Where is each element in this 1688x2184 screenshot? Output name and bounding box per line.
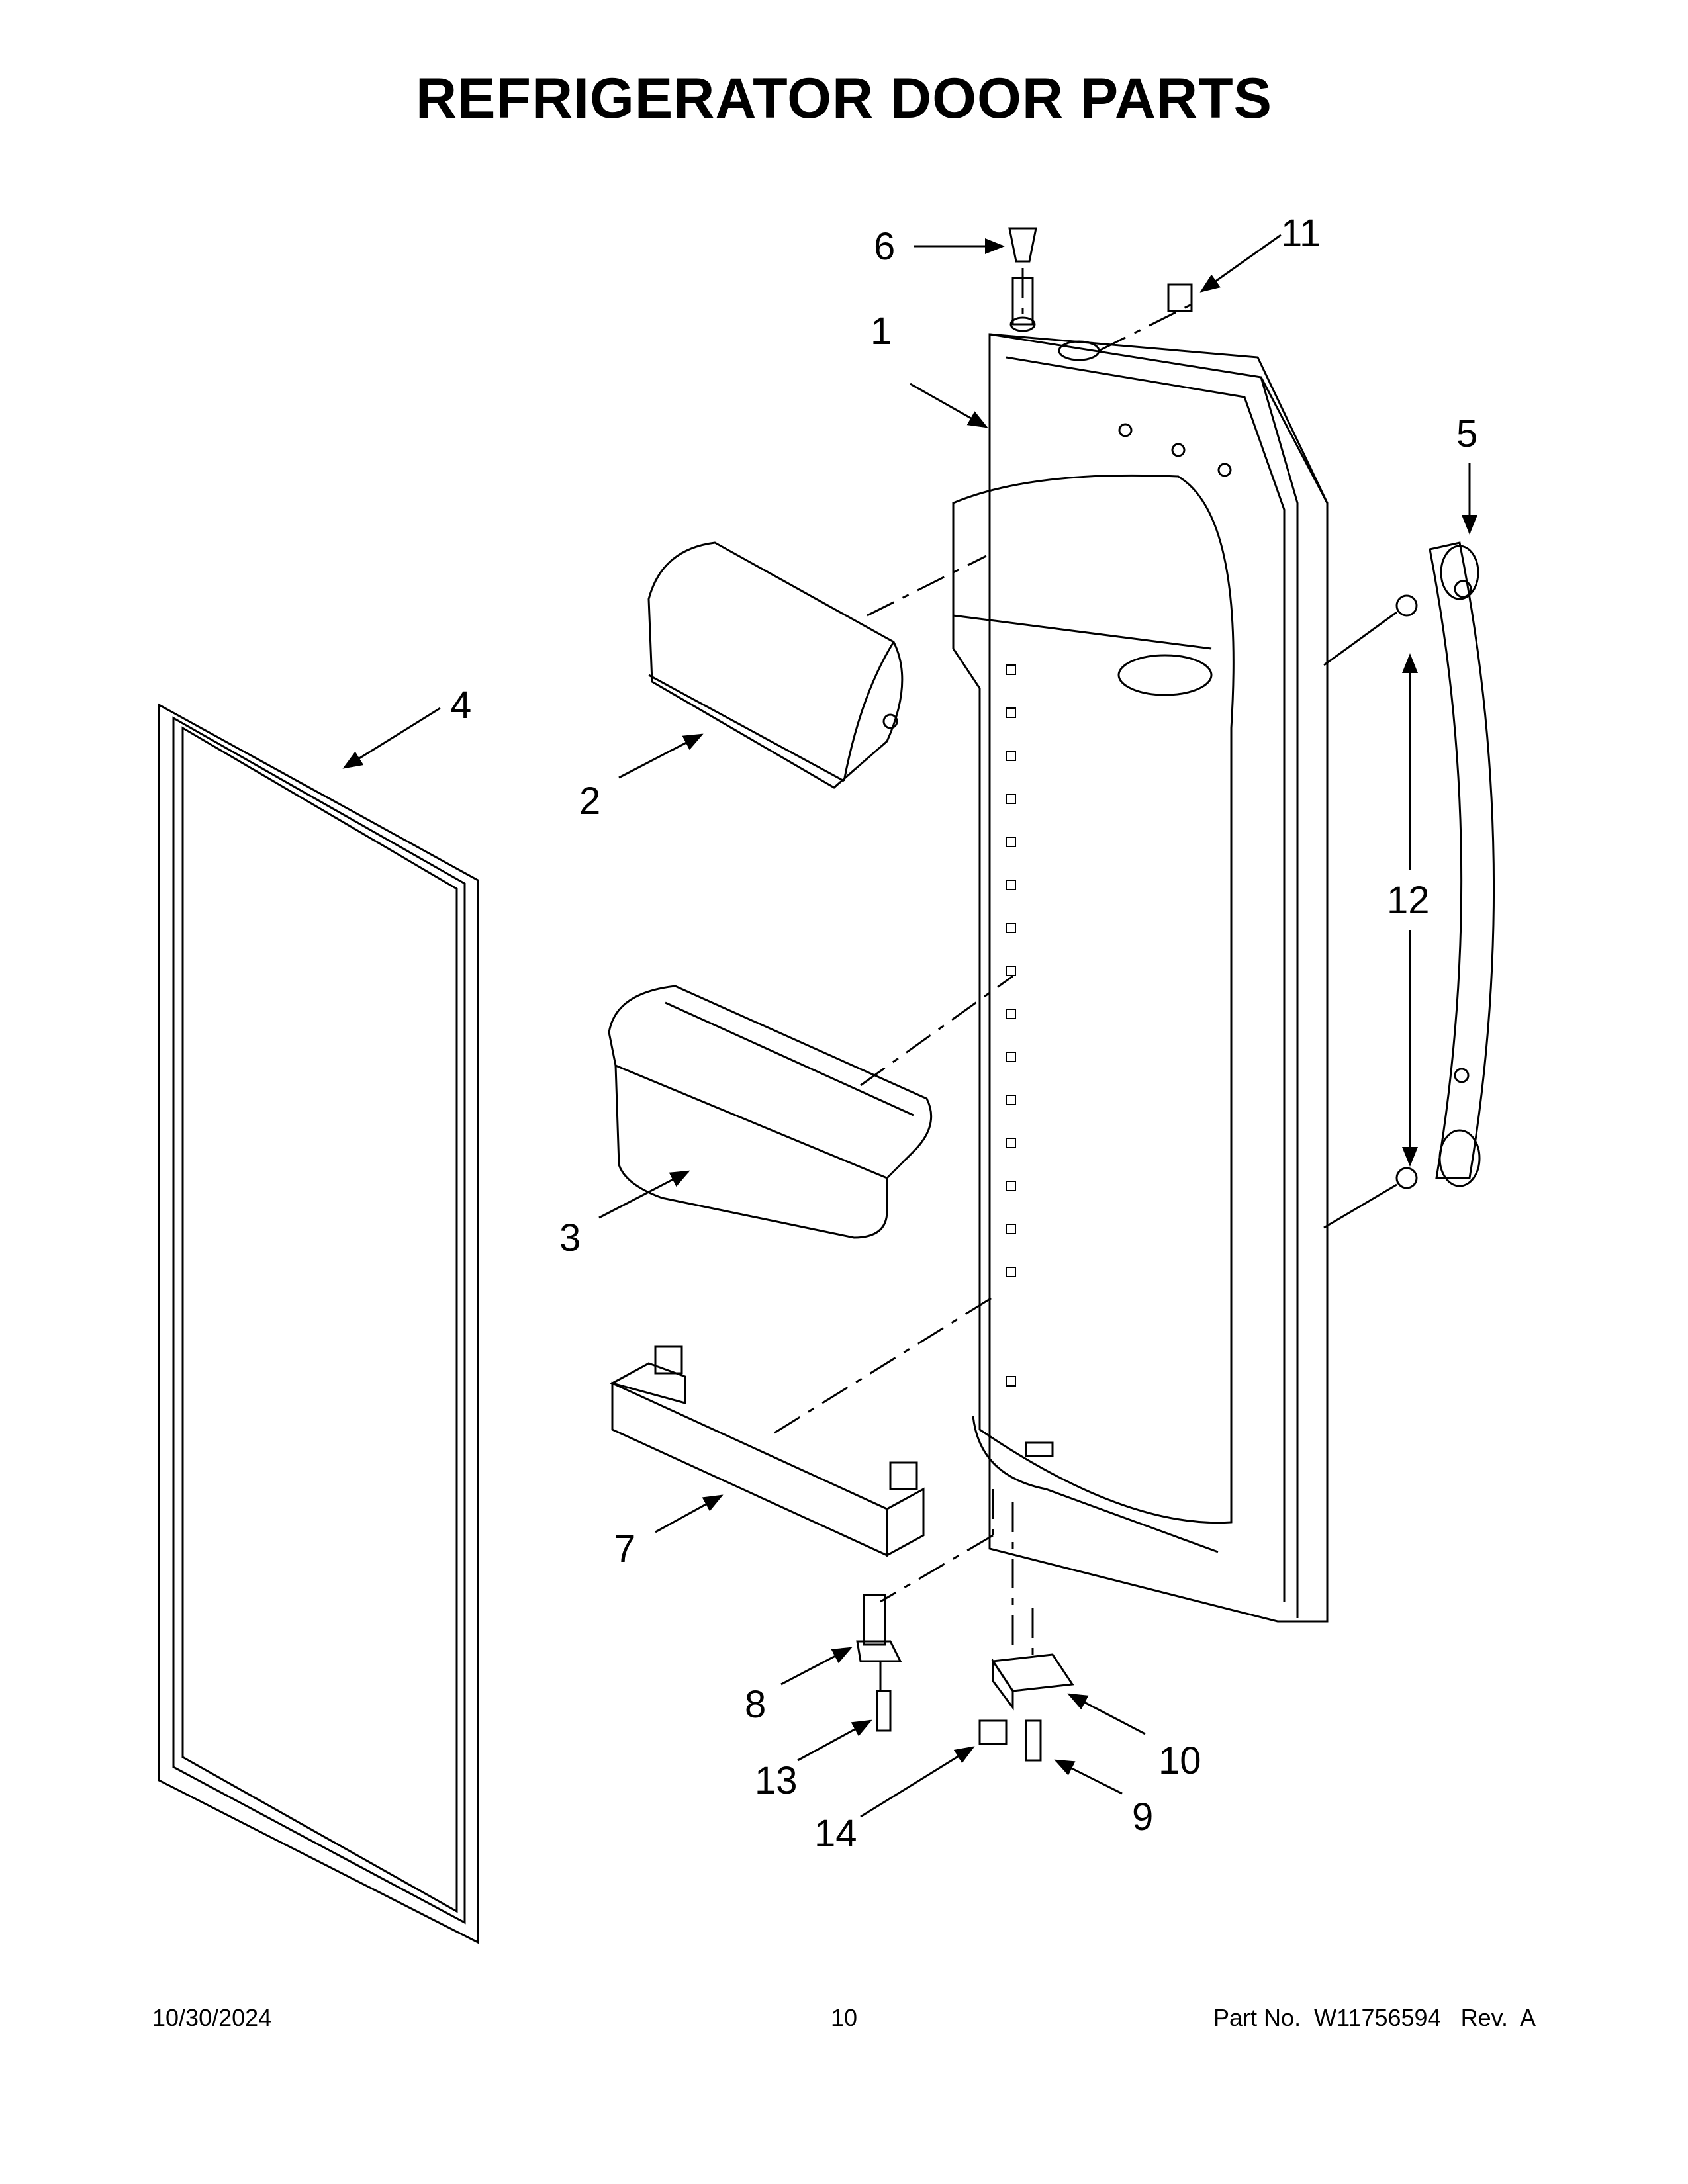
door-bin-part-7 bbox=[610, 1345, 925, 1557]
callout-10: 10 bbox=[1158, 1739, 1201, 1782]
door-part-1 bbox=[952, 277, 1329, 1623]
callout-4: 4 bbox=[450, 684, 471, 727]
rev-label: Rev. bbox=[1460, 2004, 1508, 2031]
callout-1: 1 bbox=[870, 310, 892, 353]
callout-2: 2 bbox=[579, 780, 600, 823]
plate-part-11 bbox=[1167, 283, 1193, 312]
part-no-label: Part No. bbox=[1213, 2004, 1301, 2031]
footer-page-number: 10 bbox=[830, 2004, 858, 2031]
callout-13: 13 bbox=[755, 1759, 798, 1802]
callout-11: 11 bbox=[1281, 212, 1321, 255]
callout-14: 14 bbox=[814, 1812, 857, 1855]
bracket-part-10 bbox=[991, 1653, 1074, 1711]
hinge-pin-part-8 bbox=[856, 1594, 902, 1662]
callout-9: 9 bbox=[1132, 1796, 1153, 1839]
callout-5: 5 bbox=[1456, 412, 1477, 455]
footer-date: 10/30/2024 bbox=[152, 2004, 272, 2031]
handle-studs-part-12 bbox=[1323, 594, 1418, 1229]
callout-12: 12 bbox=[1387, 879, 1430, 922]
door-handle-part-5 bbox=[1429, 541, 1495, 1187]
dairy-compartment-part-2 bbox=[647, 541, 904, 789]
callout-6: 6 bbox=[874, 225, 895, 268]
callout-numbers: 6 11 1 5 4 2 12 3 7 8 10 13 9 14 bbox=[450, 212, 1477, 1855]
part-no-value: W11756594 bbox=[1314, 2004, 1441, 2031]
callout-8: 8 bbox=[745, 1683, 766, 1726]
leader-arrows bbox=[342, 234, 1477, 1818]
door-bin-part-3 bbox=[608, 985, 933, 1239]
screw-part-9 bbox=[1025, 1719, 1042, 1762]
callout-7: 7 bbox=[614, 1527, 635, 1570]
door-gasket-part-4 bbox=[158, 703, 479, 1944]
page-title: REFRIGERATOR DOOR PARTS bbox=[416, 67, 1272, 130]
rev-value: A bbox=[1519, 2004, 1536, 2031]
footer-part-number: Part No. W11756594 Rev. A bbox=[1213, 2004, 1536, 2032]
hinge-bushing-part-6 bbox=[1008, 227, 1037, 263]
screw-part-13 bbox=[876, 1690, 892, 1732]
callout-3: 3 bbox=[559, 1216, 581, 1259]
assembly-lines bbox=[774, 268, 1192, 1694]
closer-block-part-14 bbox=[978, 1719, 1008, 1745]
